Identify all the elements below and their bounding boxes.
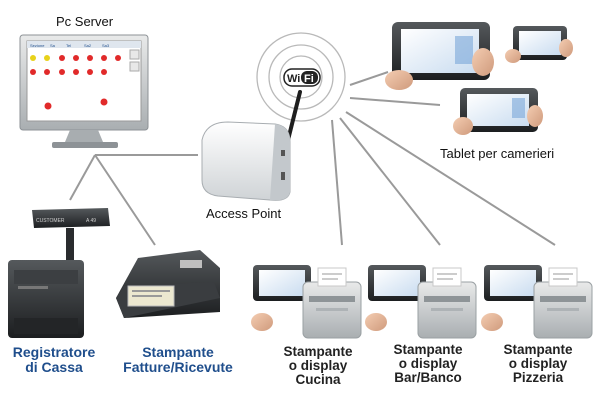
register-display: A 49 — [86, 218, 96, 224]
invoice-printer-label-line2: Fatture/Ricevute — [123, 359, 233, 375]
kitchen-label-line2: o display — [288, 358, 348, 373]
line-wifi-bar — [339, 117, 441, 246]
pizzeria-label-line1: Stampante — [503, 342, 573, 357]
tablets-label: Tablet per camerieri — [440, 146, 555, 161]
invoice-printer-icon — [116, 250, 220, 318]
line-wifi-tablets — [349, 71, 389, 86]
pizzeria-label: Stampante o display Pizzeria — [488, 343, 588, 385]
wifi-label-right: Fi — [304, 73, 314, 85]
wifi-icon: Wi Fi — [256, 32, 346, 122]
bar-label: Stampante o display Bar/Banco — [378, 343, 478, 385]
pc-screen-header-1: Sa — [50, 43, 56, 48]
kitchen-label: Stampante o display Cucina — [268, 345, 368, 387]
bar-label-line3: Bar/Banco — [394, 370, 462, 385]
pizzeria-label-line2: o display — [508, 356, 568, 371]
pc-screen-header-4: Sa3 — [102, 43, 110, 48]
line-server-register — [69, 154, 96, 201]
tablet-icon — [385, 22, 573, 135]
kitchen-label-line1: Stampante — [283, 344, 353, 359]
pc-screen-header-3: Sa2 — [84, 43, 92, 48]
line-wifi-kitchen — [331, 119, 343, 246]
cash-register-label-line1: Registratore — [12, 344, 96, 360]
pc-screen-header-2: Tel — [66, 43, 71, 48]
tablet-medium — [453, 88, 543, 135]
bar-label-line1: Stampante — [393, 342, 463, 357]
pizzeria-label-line3: Pizzeria — [512, 370, 564, 385]
pc-screen-header-0: Sezione — [30, 43, 45, 48]
connection-lines — [69, 71, 556, 246]
invoice-printer-label-line1: Stampante — [142, 344, 214, 360]
router-icon — [201, 90, 302, 201]
cash-register-icon: CUSTOMER A 49 — [8, 208, 110, 338]
tablet-large — [385, 22, 494, 90]
cash-register-label: Registratore di Cassa — [6, 345, 102, 375]
access-point-label: Access Point — [206, 206, 282, 221]
pc-server-monitor: Sezione Sa Tel Sa2 Sa3 — [19, 34, 149, 148]
printer-icon-bar — [365, 265, 477, 339]
line-wifi-tablet2 — [349, 97, 441, 106]
invoice-printer-label: Stampante Fatture/Ricevute — [118, 345, 238, 375]
kitchen-label-line3: Cucina — [295, 372, 341, 387]
printer-icon-kitchen — [251, 265, 362, 339]
printer-icon-pizzeria — [481, 265, 593, 339]
cash-register-label-line2: di Cassa — [25, 359, 83, 375]
line-wifi-pizzeria — [345, 111, 556, 246]
tablet-small — [505, 26, 573, 63]
table-markers — [30, 55, 121, 110]
bar-label-line2: o display — [398, 356, 458, 371]
pc-server-label: Pc Server — [56, 14, 114, 29]
wifi-label-left: Wi — [287, 73, 300, 85]
line-server-invoiceprinter — [94, 154, 156, 246]
svg-text:CUSTOMER: CUSTOMER — [36, 218, 65, 224]
